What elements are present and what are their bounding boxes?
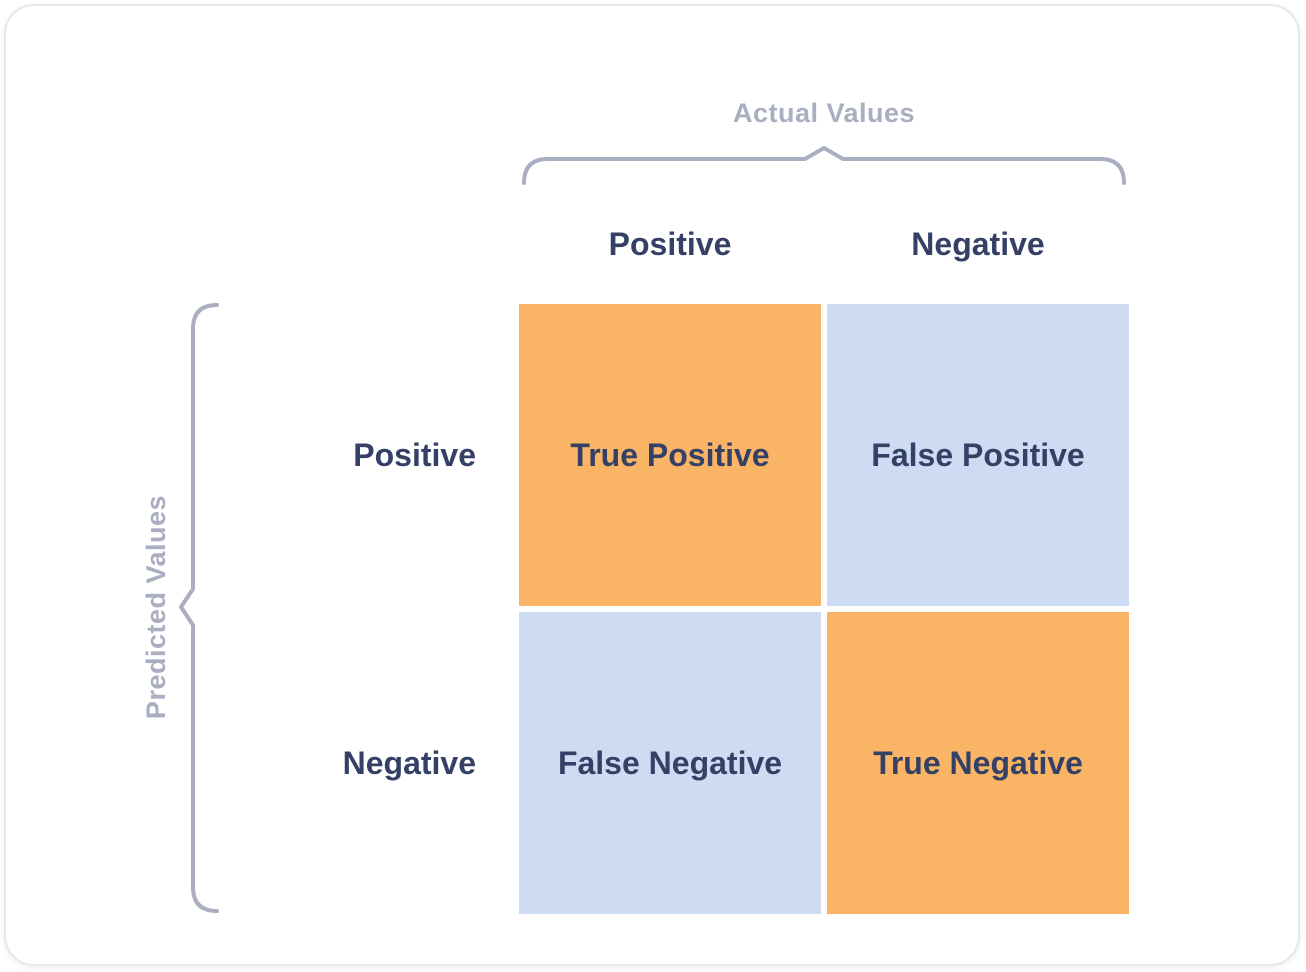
row-header-positive: Positive: [353, 436, 476, 473]
column-header-negative: Negative: [911, 226, 1045, 262]
card: Actual Values Positive Negative Predicte…: [4, 4, 1300, 966]
left-brace: [179, 303, 219, 913]
top-brace: [522, 146, 1126, 185]
row-header-negative: Negative: [342, 744, 476, 781]
matrix-grid: True Positive False Positive False Negat…: [519, 304, 1129, 914]
cell-false-positive: False Positive: [827, 304, 1129, 606]
column-header-positive: Positive: [608, 226, 732, 262]
cell-true-positive: True Positive: [519, 304, 821, 606]
cell-true-negative: True Negative: [827, 612, 1129, 914]
actual-values-label: Actual Values: [732, 98, 916, 128]
column-headers: Positive Negative: [519, 224, 1129, 264]
predicted-values-label: Predicted Values: [141, 494, 171, 720]
cell-false-negative: False Negative: [519, 612, 821, 914]
